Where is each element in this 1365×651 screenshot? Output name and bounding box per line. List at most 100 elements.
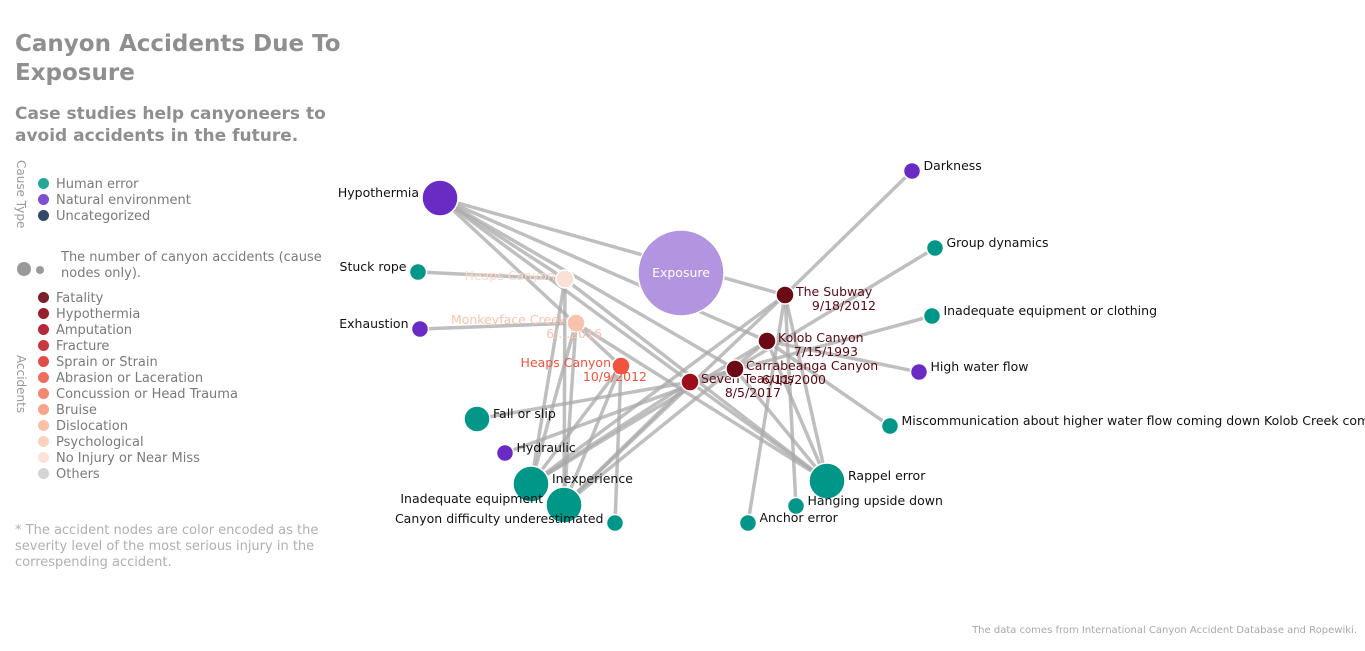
cause-node-anchor-error[interactable] <box>738 513 758 533</box>
legend-swatch <box>38 436 49 447</box>
accident-node-seven-teacups[interactable] <box>680 372 700 392</box>
cause-node-label: Hanging upside down <box>808 493 943 508</box>
legend-swatch <box>38 308 49 319</box>
legend-item-severity[interactable]: Hypothermia <box>38 307 140 323</box>
cause-node-label: Group dynamics <box>947 235 1049 250</box>
cause-node-label: Fall or slip <box>493 406 556 421</box>
cause-node-canyon-difficulty[interactable] <box>605 513 625 533</box>
graph-link <box>765 340 829 482</box>
accident-node-date: 10/9/2012 <box>583 369 647 384</box>
cause-node-exhaustion[interactable] <box>410 319 430 339</box>
legend-item-severity[interactable]: Concussion or Head Trauma <box>38 387 238 403</box>
cause-node-stuck-rope[interactable] <box>408 262 428 282</box>
legend-swatch <box>38 194 49 205</box>
graph-link <box>613 365 623 524</box>
legend-swatch <box>38 388 49 399</box>
footnote: * The accident nodes are color encoded a… <box>15 523 319 570</box>
accident-node-subway[interactable] <box>775 285 795 305</box>
accident-node-monkeyface[interactable] <box>566 313 586 333</box>
accident-node-kolob[interactable] <box>757 331 777 351</box>
legend-label: Natural environment <box>56 193 191 208</box>
graph-link <box>439 196 768 343</box>
cause-node-inadequate-equipment-clothing[interactable] <box>922 306 942 326</box>
legend-item-severity[interactable]: Amputation <box>38 323 132 339</box>
legend-item-severity[interactable]: Abrasion or Laceration <box>38 371 203 387</box>
accident-node-name: Heaps Canyon <box>465 268 555 283</box>
center-node-exposure[interactable] <box>637 229 725 317</box>
size-legend-large-dot <box>17 262 31 276</box>
page-subtitle: Case studies help canyoneers to avoid ac… <box>15 104 326 146</box>
legend-item-severity[interactable]: Fracture <box>38 339 109 355</box>
legend-label: Dislocation <box>56 419 128 434</box>
cause-node-label: Inexperience <box>552 471 633 486</box>
accident-node-name: Kolob Canyon <box>778 330 864 345</box>
legend-label: Others <box>56 467 100 482</box>
cause-node-darkness[interactable] <box>902 161 922 181</box>
accident-node-name: Heaps Canyon <box>521 355 611 370</box>
cause-node-inadequate-equipment[interactable] <box>545 486 583 524</box>
accident-node-date: 9/18/2012 <box>812 298 876 313</box>
cause-node-group-dynamics[interactable] <box>925 238 945 258</box>
cause-node-label: Anchor error <box>760 510 839 525</box>
legend-item-cause-type[interactable]: Human error <box>38 177 139 193</box>
size-legend-small-dot <box>36 266 44 274</box>
page-title: Canyon Accidents Due To Exposure <box>15 31 341 86</box>
legend-item-severity[interactable]: Fatality <box>38 291 103 307</box>
cause-node-rappel-error[interactable] <box>808 462 846 500</box>
accident-node-name: Carrabeanga Canyon <box>746 358 878 373</box>
graph-link <box>439 196 786 297</box>
cause-node-hypothermia[interactable] <box>421 179 459 217</box>
cause-node-label: Exhaustion <box>339 316 408 331</box>
size-legend-text: The number of canyon accidents (cause no… <box>61 250 322 281</box>
legend-swatch <box>38 452 49 463</box>
legend-item-severity[interactable]: No Injury or Near Miss <box>38 451 200 467</box>
accident-node-heaps-2012[interactable] <box>611 356 631 376</box>
legend-label: Amputation <box>56 323 133 338</box>
legend-label: No Injury or Near Miss <box>56 451 200 466</box>
legend-swatch <box>38 340 49 351</box>
accident-node-date: 7/15/1993 <box>794 344 858 359</box>
graph-link <box>766 339 920 374</box>
cause-node-inexperience[interactable] <box>512 465 550 503</box>
accident-node-name: Seven Teacups <box>701 371 794 386</box>
graph-link <box>476 380 691 421</box>
legend-swatch <box>38 372 49 383</box>
legend-label: Bruise <box>56 403 97 418</box>
graph-link <box>562 278 567 506</box>
legend-swatch <box>38 210 49 221</box>
graph-link <box>783 294 798 507</box>
legend-item-cause-type[interactable]: Uncategorized <box>38 209 150 225</box>
cause-node-high-water-flow[interactable] <box>909 362 929 382</box>
legend-label: Human error <box>56 177 139 192</box>
cause-node-miscommunication[interactable] <box>880 416 900 436</box>
legend-item-severity[interactable]: Others <box>38 467 100 483</box>
graph-link <box>529 278 567 485</box>
legend-swatch <box>38 404 49 415</box>
accident-node-heaps-psych[interactable] <box>555 269 575 289</box>
accident-node-carrabeanga[interactable] <box>725 359 745 379</box>
cause-node-label: Inadequate equipment <box>400 491 543 506</box>
legend-label: Fatality <box>56 291 104 306</box>
legend-item-severity[interactable]: Sprain or Strain <box>38 355 158 371</box>
legend-item-severity[interactable]: Bruise <box>38 403 97 419</box>
cause-node-label: Canyon difficulty underestimated <box>395 511 604 526</box>
graph-link <box>529 364 623 486</box>
cause-node-fall-or-slip[interactable] <box>463 405 491 433</box>
legend-label: Psychological <box>56 435 144 450</box>
legend-label: Uncategorized <box>56 209 151 224</box>
legend-item-severity[interactable]: Dislocation <box>38 419 128 435</box>
graph-link <box>783 294 829 482</box>
cause-node-hanging-upside-down[interactable] <box>786 496 806 516</box>
legend-label: Abrasion or Laceration <box>56 371 204 386</box>
cause-node-label: Hypothermia <box>338 185 419 200</box>
graph-link <box>575 321 828 483</box>
graph-link <box>417 270 566 281</box>
cause-node-label: High water flow <box>931 359 1029 374</box>
cause-node-hydraulic[interactable] <box>495 443 515 463</box>
legend-label: Hypothermia <box>56 307 141 322</box>
legend-item-cause-type[interactable]: Natural environment <box>38 193 191 209</box>
legend-item-severity[interactable]: Psychological <box>38 435 144 451</box>
legend-label: Fracture <box>56 339 110 354</box>
cause-node-label: Hydraulic <box>517 440 576 455</box>
